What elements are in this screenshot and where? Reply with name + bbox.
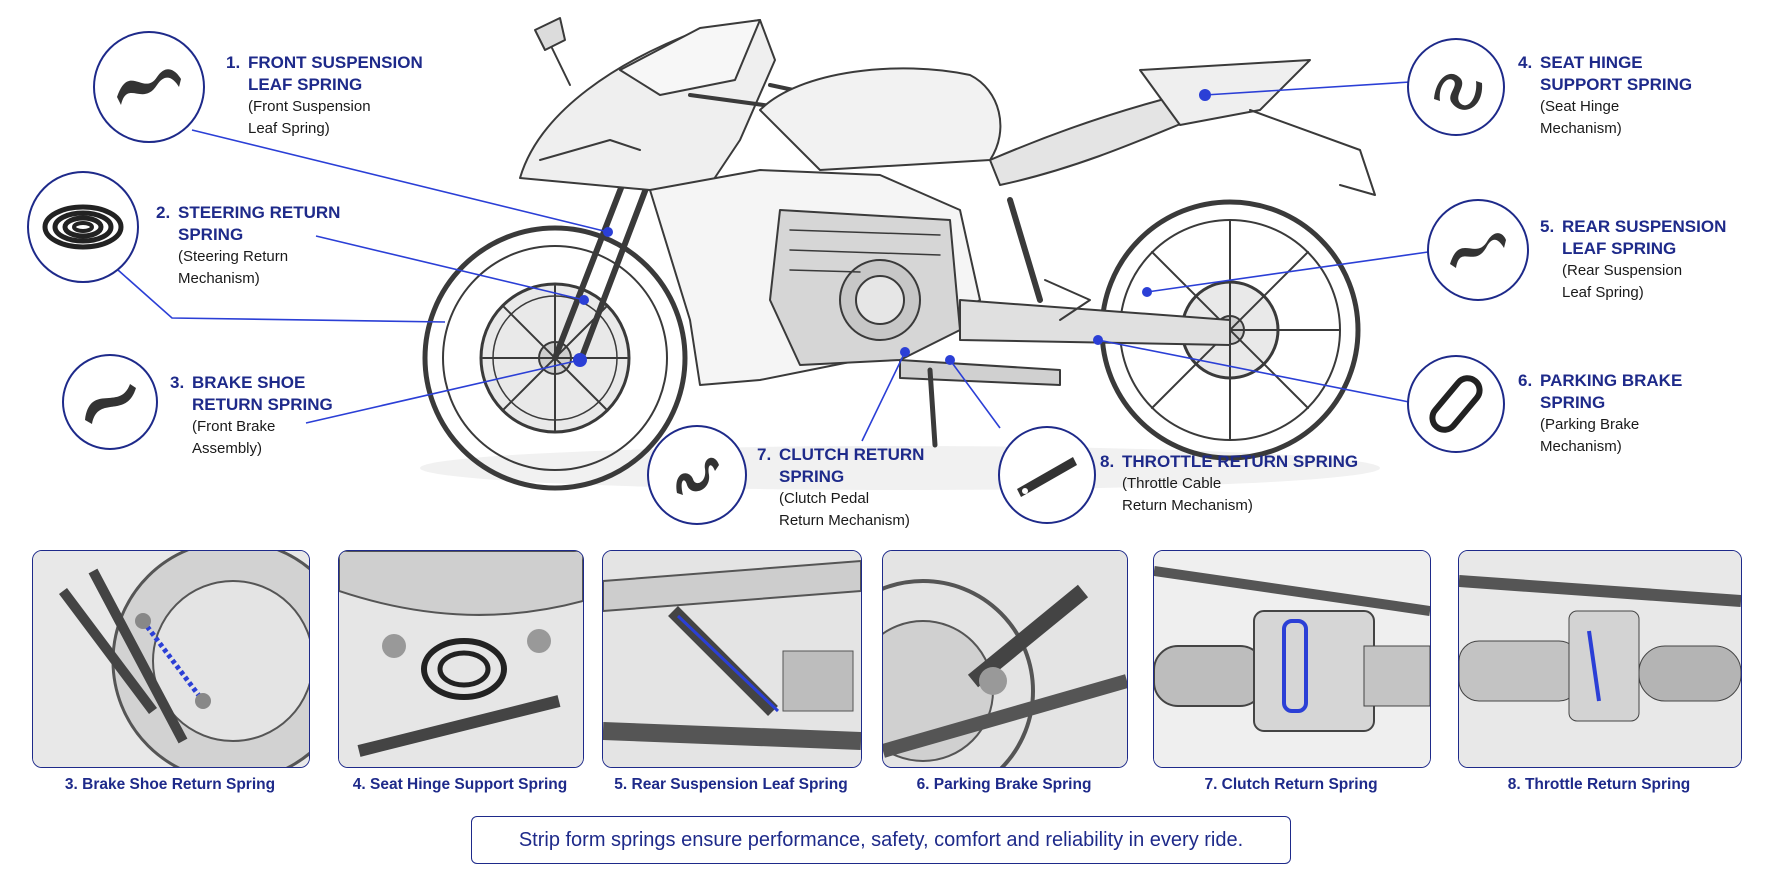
callout-number: 4.: [1518, 53, 1533, 72]
callout-subtitle: (Front Brake Assembly): [192, 418, 276, 457]
callout-number: 5.: [1540, 217, 1555, 236]
callout-number: 6.: [1518, 371, 1533, 390]
detail-caption: 5. Rear Suspension Leaf Spring: [614, 776, 848, 793]
strip-spring-icon: [85, 384, 136, 424]
leader-lines: [117, 81, 1429, 442]
callout-subtitle: (Seat Hinge Mechanism): [1540, 98, 1622, 137]
callout-title: SEAT HINGE SUPPORT SPRING: [1540, 53, 1693, 94]
exhaust: [899, 359, 1061, 386]
flat-link-spring-icon: [1017, 457, 1077, 497]
detail-image-clutch: [1153, 550, 1431, 768]
callout-title: THROTTLE RETURN SPRING: [1122, 452, 1359, 471]
tail-bracket: [1249, 109, 1376, 196]
detail-caption: 6. Parking Brake Spring: [916, 776, 1092, 793]
callout-subtitle: (Steering Return Mechanism): [178, 248, 289, 287]
detail-caption: 3. Brake Shoe Return Spring: [64, 776, 276, 793]
motorcycle-illustration: [422, 17, 1376, 491]
callout-title: STEERING RETURN SPRING: [178, 203, 341, 244]
windscreen: [619, 19, 761, 96]
callout-throttle-return-spring: 8. THROTTLE RETURN SPRING (Throttle Cable…: [1100, 451, 1358, 517]
strip-spring-icon: [1450, 233, 1506, 268]
kickstand: [927, 367, 938, 448]
swingarm: [959, 299, 1231, 346]
detail-caption: 8. Throttle Return Spring: [1507, 776, 1691, 793]
front-fork: [552, 167, 653, 365]
callout-number: 2.: [156, 203, 171, 222]
callout-title: CLUTCH RETURN SPRING: [779, 445, 925, 486]
seat: [989, 94, 1191, 186]
detail-image-brake-shoe: [32, 550, 310, 768]
callout-title: REAR SUSPENSION LEAF SPRING: [1562, 217, 1727, 258]
callout-icon-7: [647, 425, 747, 525]
callout-icon-3: [62, 354, 158, 450]
callout-seat-hinge-support-spring: 4. SEAT HINGE SUPPORT SPRING (Seat Hinge …: [1518, 52, 1692, 140]
callout-number: 8.: [1100, 452, 1115, 471]
detail-image-rear-suspension: [602, 550, 862, 768]
callout-subtitle: (Clutch Pedal Return Mechanism): [779, 490, 910, 529]
rear-shock: [1007, 197, 1043, 303]
callout-number: 1.: [226, 53, 241, 72]
tail: [1139, 59, 1311, 126]
callout-icon-4: [1407, 38, 1505, 136]
callout-title: FRONT SUSPENSION LEAF SPRING: [248, 53, 423, 94]
callout-rear-suspension-leaf-spring: 5. REAR SUSPENSION LEAF SPRING (Rear Susp…: [1540, 216, 1726, 304]
callout-number: 7.: [757, 445, 772, 464]
strip-spring-icon: [117, 69, 181, 105]
detail-image-seat-hinge: [338, 550, 584, 768]
fuel-tank: [759, 67, 1002, 171]
strip-spring-icon: [676, 457, 719, 495]
detail-image-throttle: [1458, 550, 1742, 768]
callout-subtitle: (Front Suspension Leaf Spring): [248, 98, 371, 137]
callout-number: 3.: [170, 373, 185, 392]
callout-icon-1: [93, 31, 205, 143]
callout-steering-return-spring: 2. STEERING RETURN SPRING (Steering Retur…: [156, 202, 340, 290]
callout-icon-6: [1407, 355, 1505, 453]
detail-caption: 7. Clutch Return Spring: [1204, 776, 1378, 793]
strip-spring-icon: [1434, 73, 1483, 110]
callout-icon-5: [1427, 199, 1529, 301]
callout-front-suspension-leaf-spring: 1. FRONT SUSPENSION LEAF SPRING (Front Su…: [226, 52, 423, 140]
callout-icon-2: [27, 171, 139, 283]
detail-caption: 4. Seat Hinge Support Spring: [352, 776, 568, 793]
summary-banner: Strip form springs ensure performance, s…: [471, 816, 1291, 864]
callout-title: PARKING BRAKE SPRING: [1540, 371, 1683, 412]
callout-clutch-return-spring: 7. CLUTCH RETURN SPRING (Clutch Pedal Ret…: [757, 444, 924, 532]
callout-brake-shoe-return-spring: 3. BRAKE SHOE RETURN SPRING (Front Brake …: [170, 372, 333, 460]
mirror: [534, 17, 571, 86]
summary-banner-text: Strip form springs ensure performance, s…: [518, 828, 1244, 851]
callout-subtitle: (Rear Suspension Leaf Spring): [1562, 262, 1683, 301]
callout-subtitle: (Throttle Cable Return Mechanism): [1122, 475, 1253, 514]
callout-title: BRAKE SHOE RETURN SPRING: [192, 373, 333, 414]
loop-spring-icon: [1429, 375, 1483, 433]
callout-icon-8: [998, 426, 1096, 524]
callout-subtitle: (Parking Brake Mechanism): [1540, 416, 1640, 455]
callout-parking-brake-spring: 6. PARKING BRAKE SPRING (Parking Brake Me…: [1518, 370, 1682, 458]
coil-spring-icon: [42, 204, 124, 250]
detail-image-parking-brake: [882, 550, 1128, 768]
